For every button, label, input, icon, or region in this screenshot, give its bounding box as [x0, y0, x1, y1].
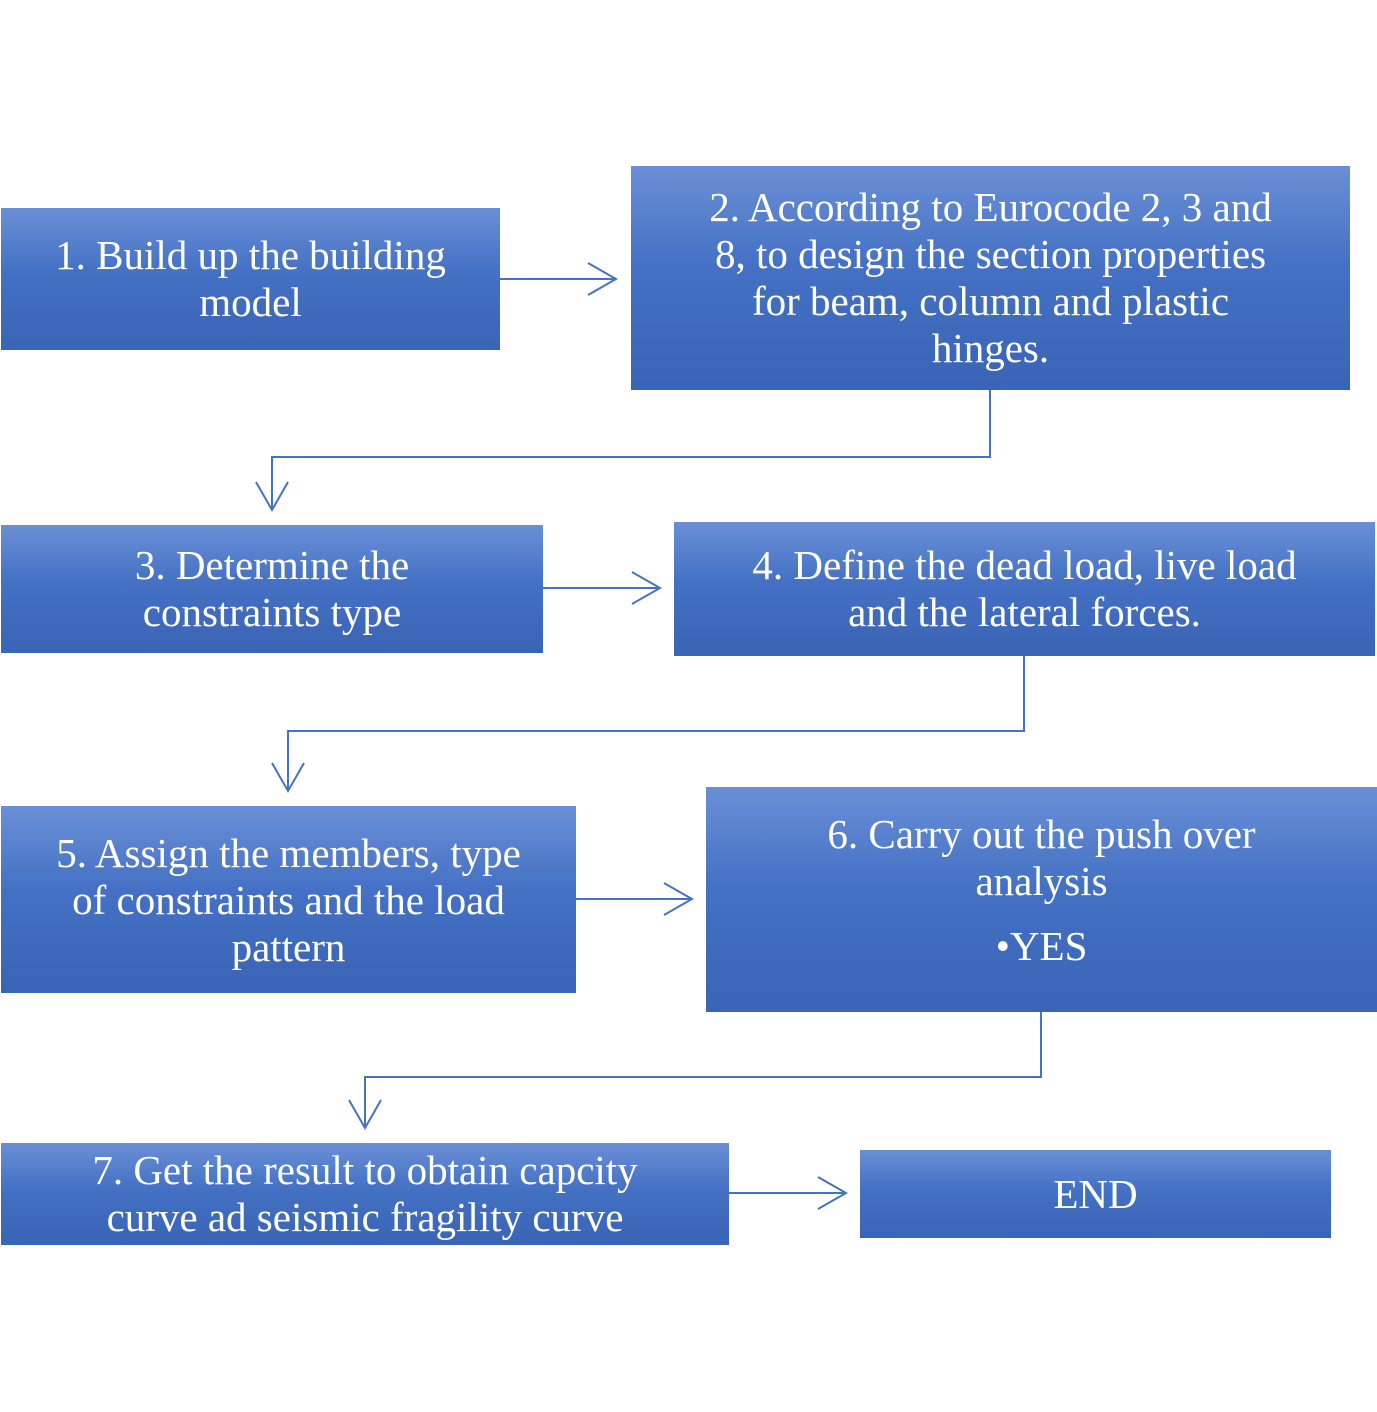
- step-1-line-2: model: [199, 279, 302, 325]
- connector-5-6: [576, 882, 695, 916]
- step-4-line-1: 4. Define the dead load, live load: [752, 542, 1297, 588]
- connector-4-5: [271, 656, 1025, 794]
- step-5-line-3: pattern: [231, 924, 346, 970]
- step-4-box: 4. Define the dead load, live load and t…: [674, 522, 1375, 656]
- step-2-box: 2. According to Eurocode 2, 3 and 8, to …: [631, 166, 1350, 390]
- step-7-box: 7. Get the result to obtain capcity curv…: [1, 1143, 729, 1245]
- step-3-line-1: 3. Determine the: [134, 542, 410, 588]
- step-5-line-2: of constraints and the load: [72, 877, 505, 923]
- end-label: END: [1053, 1170, 1138, 1217]
- step-7-line-1: 7. Get the result to obtain capcity: [92, 1147, 638, 1193]
- step-1-line-1: 1. Build up the building: [55, 232, 446, 278]
- connector-6-7: [348, 1012, 1042, 1131]
- step-6-box: 6. Carry out the push over analysis •YES: [706, 787, 1377, 1012]
- step-5-box: 5. Assign the members, type of constrain…: [1, 806, 576, 993]
- step-5-line-1: 5. Assign the members, type: [56, 830, 521, 876]
- connector-1-2: [500, 262, 619, 296]
- step-6-bullet-item: •YES: [996, 923, 1088, 970]
- step-6-line-2: analysis: [975, 858, 1108, 904]
- step-7-line-2: curve ad seismic fragility curve: [106, 1194, 624, 1240]
- bullet-dot-icon: •: [995, 923, 1010, 969]
- end-box: END: [860, 1150, 1331, 1238]
- step-6-line-1: 6. Carry out the push over: [827, 811, 1256, 857]
- step-1-box: 1. Build up the building model: [1, 208, 500, 350]
- step-4-line-2: and the lateral forces.: [848, 589, 1201, 635]
- connector-2-3: [255, 390, 991, 513]
- connector-3-4: [543, 571, 663, 605]
- step-2-line-1: 2. According to Eurocode 2, 3 and: [709, 184, 1272, 230]
- step-2-line-4: hinges.: [931, 325, 1050, 371]
- step-6-bullet-text: YES: [1009, 923, 1088, 969]
- step-2-line-3: for beam, column and plastic: [751, 278, 1230, 324]
- connector-7-end: [729, 1176, 849, 1210]
- step-2-line-2: 8, to design the section properties: [714, 231, 1267, 277]
- step-3-line-2: constraints type: [142, 589, 402, 635]
- step-3-box: 3. Determine the constraints type: [1, 525, 543, 653]
